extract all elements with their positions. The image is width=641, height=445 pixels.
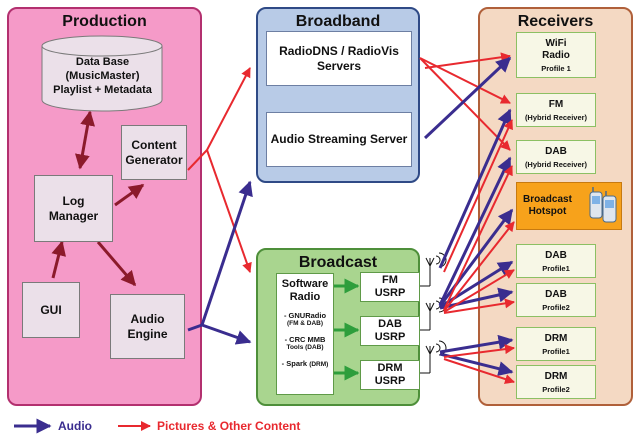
arrow-gui-log (51, 240, 67, 279)
arrow-radiodns-wifi (424, 52, 511, 69)
arrow-dab-dab2 (439, 287, 514, 310)
receiver-drm-profile2[interactable]: DRM Profile2 (516, 365, 596, 399)
gui-box[interactable]: GUI (22, 282, 80, 338)
arrow-drm-drm1 (439, 334, 514, 354)
arrow-radiodns-fm (419, 57, 511, 104)
sdr-item-spark: - Spark (DRM) (281, 358, 329, 368)
receivers-title: Receivers (517, 13, 594, 30)
sdr-item-crc-mmb: - CRC MMB Tools (DAB) (284, 335, 326, 352)
arrow-stream-wifi (423, 56, 512, 140)
fm-usrp-box[interactable]: FM USRP (360, 272, 420, 302)
arrow-content-to-broadband (187, 67, 251, 171)
legend-content-label: Pictures & Other Content (157, 419, 301, 433)
arrow-content-to-broadcast (206, 149, 252, 273)
arrow-dab-dabhybrid (438, 156, 512, 306)
arrow-audio-to-broadband (187, 180, 253, 332)
arrow-dab-dabhybrid-content (443, 165, 513, 311)
dab-usrp-box[interactable]: DAB USRP (360, 316, 420, 346)
database-label: Data Base (MusicMaster) Playlist + Metad… (53, 56, 152, 96)
arrow-dab-dab2-content (443, 298, 515, 314)
broadcast-title: Broadcast (298, 254, 378, 271)
arrow-log-engine (96, 241, 137, 287)
broadband-title: Broadband (295, 13, 381, 30)
receiver-dab-hybrid[interactable]: DAB (Hybrid Receiver) (516, 140, 596, 174)
production-title: Production (62, 13, 147, 30)
arrow-dab-hotspot-content (443, 221, 515, 312)
content-generator-box[interactable]: Content Generator (121, 125, 187, 180)
arrow-db-log (74, 110, 96, 170)
fm-antenna-icon (420, 252, 447, 287)
arrow-dab-dab1-content (443, 269, 515, 313)
receiver-fm-hybrid[interactable]: FM (Hybrid Receiver) (516, 93, 596, 127)
arrow-drm-drm1-content (443, 344, 515, 358)
drm-antenna-icon (420, 340, 447, 374)
radiodns-box[interactable]: RadioDNS / RadioVis Servers (266, 31, 412, 86)
streaming-server-box[interactable]: Audio Streaming Server (266, 112, 412, 167)
arrow-log-generator (114, 183, 145, 207)
receiver-drm-profile1[interactable]: DRM Profile1 (516, 327, 596, 361)
arrow-dab-hotspot (438, 208, 514, 307)
arrow-fm-fmhybrid-content (443, 119, 513, 273)
audio-engine-box[interactable]: Audio Engine (110, 294, 185, 359)
arrow-fm-fmhybrid (438, 108, 512, 269)
phones-icon (589, 187, 617, 223)
arrow-drm-drm2-content (443, 358, 515, 384)
drm-usrp-box[interactable]: DRM USRP (360, 360, 420, 390)
sdr-item-gnuradio: - GNURadio (FM & DAB) (283, 311, 327, 328)
database-cylinder (41, 35, 163, 112)
receiver-dab-profile1[interactable]: DAB Profile1 (516, 244, 596, 278)
arrow-radiodns-dab (419, 57, 511, 151)
software-radio-title: Software Radio (281, 278, 329, 304)
legend-audio-label: Audio (58, 419, 92, 433)
log-manager-box[interactable]: Log Manager (34, 175, 113, 242)
receiver-dab-profile2[interactable]: DAB Profile2 (516, 283, 596, 317)
receiver-wifi-radio[interactable]: WiFi Radio Profile 1 (516, 32, 596, 78)
software-radio-box[interactable]: Software Radio - GNURadio (FM & DAB) - C… (276, 273, 334, 395)
arrow-audio-to-broadcast (201, 323, 252, 345)
arrow-drm-drm2 (439, 352, 514, 377)
